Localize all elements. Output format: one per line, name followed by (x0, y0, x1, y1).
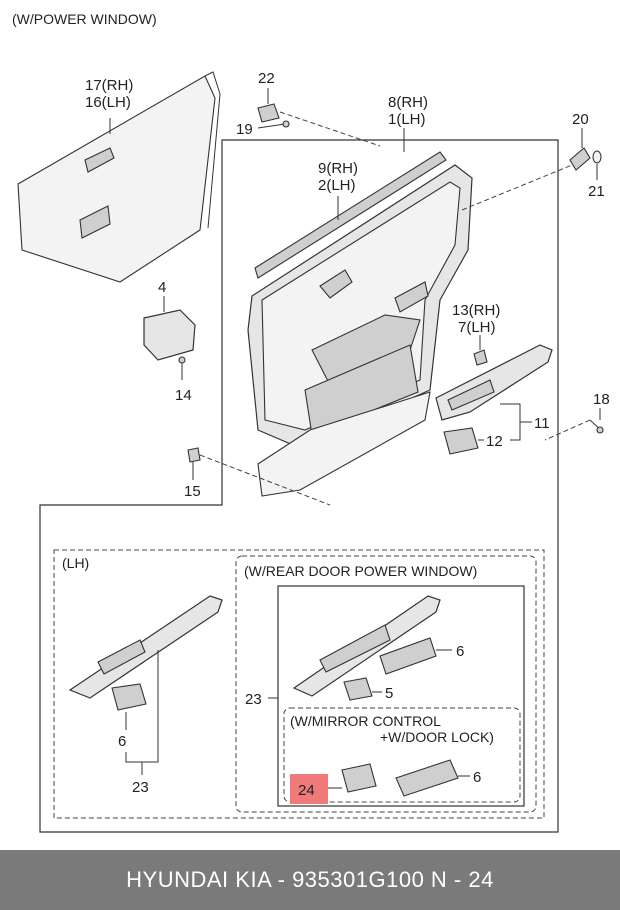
callout-22: 22 (258, 70, 275, 87)
callout-13-7-rh: 13(RH) (452, 302, 500, 319)
callout-8-1-rh: 8(RH) (388, 94, 428, 111)
mirror-control-inset (283, 707, 521, 803)
parts-diagram: (W/POWER WINDOW) 17(RH) 16(LH) 22 19 8(R… (12, 11, 610, 833)
callout-9-2-rh: 9(RH) (318, 160, 358, 177)
door-panel-frame (39, 139, 559, 833)
lh-inset-label: (LH) (62, 555, 89, 571)
callout-8-1-lh: 1(LH) (388, 111, 426, 128)
clip-15 (187, 447, 201, 480)
door-trim-sheet (17, 71, 221, 283)
leader-18 (544, 419, 591, 441)
screw-14 (178, 356, 186, 380)
clip-22 (257, 88, 280, 123)
part-number-footer: HYUNDAI KIA - 935301G100 N - 24 (126, 867, 494, 892)
fastener-20 (569, 128, 591, 171)
highlight-part-24[interactable] (290, 774, 328, 804)
callout-13-7-lh: 7(LH) (458, 319, 496, 336)
callout-19: 19 (236, 121, 253, 138)
rear-parts-frame (277, 585, 525, 807)
weatherstrip-9-2 (254, 151, 447, 279)
callout-11: 11 (534, 415, 550, 432)
callout-18: 18 (593, 391, 610, 408)
door-trim-panel (247, 164, 473, 497)
bracket-4 (143, 296, 196, 361)
clip-13-7 (473, 335, 488, 366)
bracket-11 (500, 403, 521, 441)
rear-callout-6: 6 (456, 643, 464, 660)
screw-19 (257, 120, 290, 129)
lh-callout-23: 23 (132, 779, 149, 796)
callout-17-16-lh: 16(LH) (85, 94, 131, 111)
screw-18 (589, 408, 604, 434)
mirror-callout-24[interactable]: 24 (298, 782, 315, 799)
leader-15 (199, 454, 331, 506)
mirror-switch-24 (328, 763, 377, 793)
lh-armrest-panel (68, 595, 223, 699)
rear-inset-label: (W/REAR DOOR POWER WINDOW) (244, 563, 477, 579)
leader-20-to-panel (461, 164, 573, 211)
mirror-switch-6 (395, 759, 470, 797)
mirror-callout-6: 6 (473, 769, 481, 786)
rear-switch-5 (343, 677, 382, 701)
diagram-title: (W/POWER WINDOW) (12, 11, 157, 27)
callout-20: 20 (572, 111, 589, 128)
footer-bar: HYUNDAI KIA - 935301G100 N - 24 (0, 850, 620, 910)
lh-callout-6: 6 (118, 733, 126, 750)
lh-switch-6 (111, 683, 147, 730)
rear-armrest-panel (292, 595, 441, 697)
callout-14: 14 (175, 387, 192, 404)
switch-12 (443, 427, 484, 455)
rear-door-inset (235, 555, 537, 813)
callout-17-16-rh: 17(RH) (85, 77, 133, 94)
mirror-inset-label-2: +W/DOOR LOCK) (380, 729, 494, 745)
rear-switch-6 (379, 637, 452, 675)
callout-21: 21 (588, 183, 605, 200)
callout-9-2-lh: 2(LH) (318, 177, 356, 194)
callout-12: 12 (486, 433, 503, 450)
rear-callout-5: 5 (385, 685, 393, 702)
rear-callout-23: 23 (245, 691, 262, 708)
washer-21 (592, 150, 602, 180)
armrest-panel-11 (435, 344, 553, 421)
callout-15: 15 (184, 483, 201, 500)
mirror-inset-label-1: (W/MIRROR CONTROL (290, 713, 441, 729)
callout-4: 4 (158, 279, 166, 296)
leader-22-to-panel (279, 111, 381, 147)
variants-inset (53, 549, 545, 819)
